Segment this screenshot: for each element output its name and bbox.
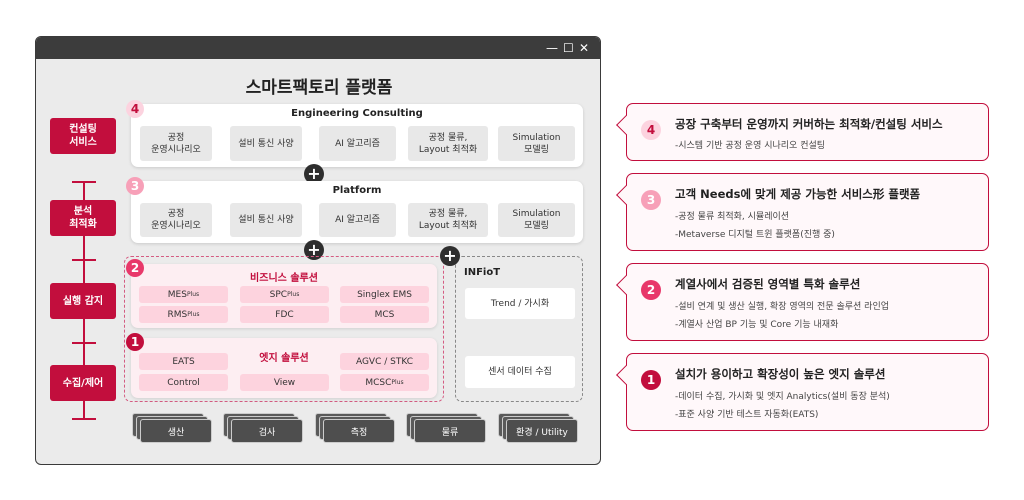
source-logistics: 물류 bbox=[406, 413, 486, 443]
consulting-item: Simulation 모델링 bbox=[498, 126, 575, 161]
platform-panel: Platform 공정 운영시나리오 설비 통신 사양 AI 알고리즘 공정 물… bbox=[131, 181, 583, 243]
card-title: 고객 Needs에 맞게 제공 가능한 서비스形 플랫폼 bbox=[675, 187, 921, 201]
plus-icon: + bbox=[304, 164, 324, 184]
badge-1: 1 bbox=[126, 333, 144, 351]
level-tick bbox=[72, 342, 96, 344]
close-icon[interactable]: ✕ bbox=[579, 41, 590, 55]
platform-item: Simulation 모델링 bbox=[498, 203, 575, 237]
card-pointer bbox=[616, 365, 636, 385]
card-title: 계열사에서 검증된 영역별 특화 솔루션 bbox=[675, 277, 861, 291]
consulting-item: 설비 통신 사양 bbox=[230, 126, 302, 161]
source-inspection: 검사 bbox=[223, 413, 303, 443]
title-bar bbox=[36, 37, 600, 59]
edge-item-view: View bbox=[240, 374, 329, 391]
source-utility: 환경 / Utility bbox=[498, 413, 578, 443]
platform-item: 설비 통신 사양 bbox=[230, 203, 302, 237]
card-title: 설치가 용이하고 확장성이 높은 엣지 솔루션 bbox=[675, 367, 886, 381]
level-execution: 실행 감지 bbox=[50, 283, 116, 319]
consulting-panel: Engineering Consulting 공정 운영시나리오 설비 통신 사… bbox=[131, 104, 583, 167]
consulting-title: Engineering Consulting bbox=[291, 108, 423, 119]
card-line: -데이터 수집, 가시화 및 엣지 Analytics(설비 동장 분석) bbox=[675, 392, 890, 402]
card-pointer bbox=[616, 115, 636, 135]
card-badge: 3 bbox=[641, 190, 661, 210]
consulting-item: 공정 운영시나리오 bbox=[140, 126, 212, 161]
edge-panel: 엣지 솔루션 EATS AGVC / STKC Control View MCS… bbox=[131, 338, 437, 398]
platform-item: AI 알고리즘 bbox=[319, 203, 396, 237]
infiot-group: INFioT Trend / 가시화 센서 데이터 수집 bbox=[455, 256, 583, 402]
platform-window: — ☐ ✕ 스마트팩토리 플랫폼 컨설팅 서비스 분석 최적화 실행 감지 수집… bbox=[35, 36, 601, 465]
source-measurement: 측정 bbox=[315, 413, 395, 443]
minimize-icon[interactable]: — bbox=[546, 41, 558, 55]
consulting-item: 공정 물류, Layout 최적화 bbox=[408, 126, 488, 161]
card-line: -공정 물류 최적화, 시뮬레이션 bbox=[675, 212, 790, 222]
card-line: -설비 연계 및 생산 실행, 확장 영역의 전문 솔루션 라인업 bbox=[675, 302, 890, 312]
card-badge: 2 bbox=[641, 280, 661, 300]
level-tick bbox=[72, 259, 96, 261]
level-tick bbox=[72, 181, 96, 183]
level-collection: 수집/제어 bbox=[50, 365, 116, 401]
level-analysis: 분석 최적화 bbox=[50, 200, 116, 236]
card-badge: 4 bbox=[641, 120, 661, 140]
business-title: 비즈니스 솔루션 bbox=[250, 273, 318, 284]
card-2: 2 계열사에서 검증된 영역별 특화 솔루션 -설비 연계 및 생산 실행, 확… bbox=[616, 263, 989, 341]
platform-item: 공정 물류, Layout 최적화 bbox=[408, 203, 488, 237]
card-1: 1 설치가 용이하고 확장성이 높은 엣지 솔루션 -데이터 수집, 가시화 및… bbox=[616, 353, 989, 431]
badge-2: 2 bbox=[126, 259, 144, 277]
platform-title: Platform bbox=[332, 185, 382, 196]
edge-item-eats: EATS bbox=[139, 353, 228, 370]
platform-item: 공정 운영시나리오 bbox=[140, 203, 212, 237]
card-line: -Metaverse 디지털 트윈 플랫폼(진행 중) bbox=[675, 230, 835, 240]
card-badge: 1 bbox=[641, 370, 661, 390]
card-line: -시스템 기반 공정 운영 시나리오 컨설팅 bbox=[675, 141, 826, 151]
infiot-item: Trend / 가시화 bbox=[465, 288, 575, 319]
edge-item-agvc: AGVC / STKC bbox=[340, 353, 429, 370]
card-pointer bbox=[616, 275, 636, 295]
solutions-group bbox=[124, 256, 444, 402]
edge-title: 엣지 솔루션 bbox=[259, 353, 309, 364]
business-item-mcs: MCS bbox=[340, 306, 429, 323]
level-consulting: 컨설팅 서비스 bbox=[50, 118, 116, 154]
card-pointer bbox=[616, 185, 636, 205]
card-4: 4 공장 구축부터 운영까지 커버하는 최적화/컨설팅 서비스 -시스템 기반 … bbox=[616, 103, 989, 161]
page-title: 스마트팩토리 플랫폼 bbox=[245, 78, 393, 98]
card-title: 공장 구축부터 운영까지 커버하는 최적화/컨설팅 서비스 bbox=[675, 117, 943, 131]
level-tick bbox=[72, 418, 96, 420]
plus-icon: + bbox=[304, 240, 324, 260]
business-item-ems: Singlex EMS bbox=[340, 286, 429, 303]
business-item-fdc: FDC bbox=[240, 306, 329, 323]
card-line: -계열사 산업 BP 기능 및 Core 기능 내재화 bbox=[675, 320, 839, 330]
consulting-item: AI 알고리즘 bbox=[319, 126, 396, 161]
maximize-icon[interactable]: ☐ bbox=[563, 41, 574, 55]
source-production: 생산 bbox=[132, 413, 212, 443]
card-3: 3 고객 Needs에 맞게 제공 가능한 서비스形 플랫폼 -공정 물류 최적… bbox=[616, 173, 989, 251]
edge-item-control: Control bbox=[139, 374, 228, 391]
infiot-title: INFioT bbox=[464, 267, 501, 278]
card-line: -표준 사양 기반 테스트 자동화(EATS) bbox=[675, 410, 819, 420]
badge-4: 4 bbox=[126, 100, 144, 118]
plus-icon: + bbox=[440, 246, 460, 266]
badge-3: 3 bbox=[126, 177, 144, 195]
infiot-item: 센서 데이터 수집 bbox=[465, 356, 575, 388]
